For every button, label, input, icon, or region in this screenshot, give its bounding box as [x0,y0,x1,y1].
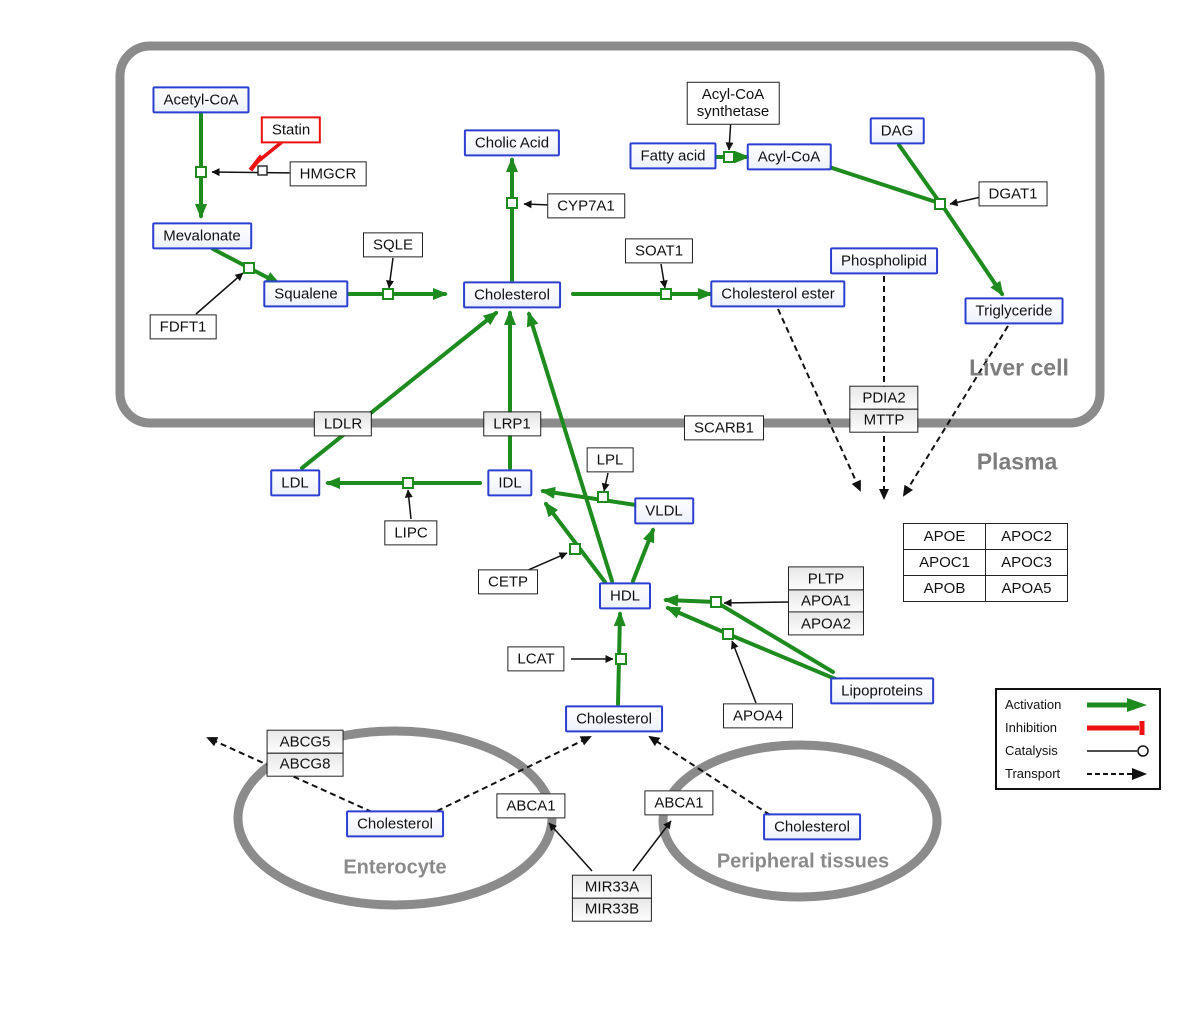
node-squalene[interactable]: Squalene [263,280,349,308]
node-acyl-coa[interactable]: Acyl-CoA [746,143,832,171]
node-lipc[interactable]: LIPC [384,520,438,546]
legend-catalysis-label: Catalysis [1005,743,1058,758]
node-scarb1[interactable]: SCARB1 [683,415,765,441]
node-fatty-acid[interactable]: Fatty acid [629,142,717,170]
node-mttp[interactable]: MTTP [849,408,919,433]
node-mir33a[interactable]: MIR33A [571,874,653,899]
node-dag[interactable]: DAG [869,117,925,145]
peripheral-tissues-label: Peripheral tissues [716,850,890,873]
apo-table-cell[interactable]: APOC3 [986,550,1068,576]
liver-cell-membrane [115,41,1105,428]
legend-catalysis-row: Catalysis [1005,743,1151,759]
node-abcg5[interactable]: ABCG5 [266,729,344,754]
node-sqle[interactable]: SQLE [362,232,424,258]
apolipoprotein-table: APOE APOC2 APOC1 APOC3 APOB APOA5 [903,523,1068,602]
apo-table-cell[interactable]: APOE [904,524,986,550]
node-cholic-acid[interactable]: Cholic Acid [463,129,561,157]
stack-mir33: MIR33A MIR33B [571,874,653,922]
node-vldl[interactable]: VLDL [634,497,694,525]
node-dgat1[interactable]: DGAT1 [978,181,1048,207]
activation-arrow-icon [1087,697,1147,712]
node-ldl[interactable]: LDL [270,469,320,497]
node-lrp1[interactable]: LRP1 [483,411,541,437]
legend: Activation Inhibition Catalysis Transpor… [995,688,1161,790]
node-apoa2[interactable]: APOA2 [787,611,865,636]
node-acyl-coa-synthetase[interactable]: Acyl-CoA synthetase [686,81,780,125]
legend-inhibition-label: Inhibition [1005,720,1058,735]
acyl-coa-synthetase-line2: synthetase [696,103,770,120]
node-statin[interactable]: Statin [260,116,322,144]
node-lipoproteins[interactable]: Lipoproteins [830,677,934,705]
apo-table-cell[interactable]: APOA5 [986,576,1068,602]
node-hmgcr[interactable]: HMGCR [289,161,367,187]
legend-activation-label: Activation [1005,697,1062,712]
apo-table-cell[interactable]: APOB [904,576,986,602]
node-cholesterol-liver[interactable]: Cholesterol [463,281,561,309]
transport-arrow-icon [1087,767,1147,780]
stack-pltp-apoa1-apoa2: PLTP APOA1 APOA2 [787,566,865,636]
node-cyp7a1[interactable]: CYP7A1 [547,193,625,219]
node-lpl[interactable]: LPL [586,447,634,473]
catalysis-node [257,165,268,176]
node-apoa4[interactable]: APOA4 [722,703,794,729]
apo-table-cell[interactable]: APOC1 [904,550,986,576]
liver-cell-label: Liver cell [969,354,1069,381]
inhibition-edge [248,140,284,172]
legend-inhibition-row: Inhibition [1005,720,1151,736]
node-acetyl-coa[interactable]: Acetyl-CoA [152,86,250,114]
node-triglyceride[interactable]: Triglyceride [964,297,1064,325]
reaction-nodes [195,151,946,665]
node-abca1-peripheral[interactable]: ABCA1 [644,790,714,816]
inhibition-tbar-icon [1087,720,1145,735]
node-cholesterol-ester[interactable]: Cholesterol ester [710,280,846,308]
enterocyte-label: Enterocyte [343,856,447,879]
node-apoa1[interactable]: APOA1 [787,589,865,613]
node-cholesterol-enterocyte[interactable]: Cholesterol [346,810,444,838]
peripheral-tissues-membrane [658,740,942,902]
node-abcg8[interactable]: ABCG8 [266,752,344,777]
node-abca1-enterocyte[interactable]: ABCA1 [496,793,566,819]
node-idl[interactable]: IDL [487,469,533,497]
legend-transport-label: Transport [1005,766,1061,781]
catalysis-circle-icon [1087,744,1149,757]
node-lcat[interactable]: LCAT [507,646,565,672]
node-pdia2[interactable]: PDIA2 [849,385,919,410]
node-soat1[interactable]: SOAT1 [624,238,694,264]
node-mir33b[interactable]: MIR33B [571,897,653,922]
node-pltp[interactable]: PLTP [787,566,865,591]
apo-table-cell[interactable]: APOC2 [986,524,1068,550]
node-mevalonate[interactable]: Mevalonate [152,222,252,250]
node-ldlr[interactable]: LDLR [313,411,373,437]
node-cholesterol-peripheral[interactable]: Cholesterol [763,813,861,841]
node-phospholipid[interactable]: Phospholipid [830,247,938,275]
acyl-coa-synthetase-line1: Acyl-CoA [701,85,765,103]
legend-transport-row: Transport [1005,766,1151,782]
stack-abcg5-abcg8: ABCG5 ABCG8 [266,729,344,777]
node-cholesterol-plasma[interactable]: Cholesterol [565,705,663,733]
node-cetp[interactable]: CETP [477,569,539,595]
stack-pdia2-mttp: PDIA2 MTTP [849,385,919,433]
node-fdft1[interactable]: FDFT1 [149,314,217,340]
catalysis-edges [195,117,982,872]
node-hdl[interactable]: HDL [598,582,652,610]
legend-activation-row: Activation [1005,697,1151,713]
plasma-label: Plasma [976,448,1058,475]
